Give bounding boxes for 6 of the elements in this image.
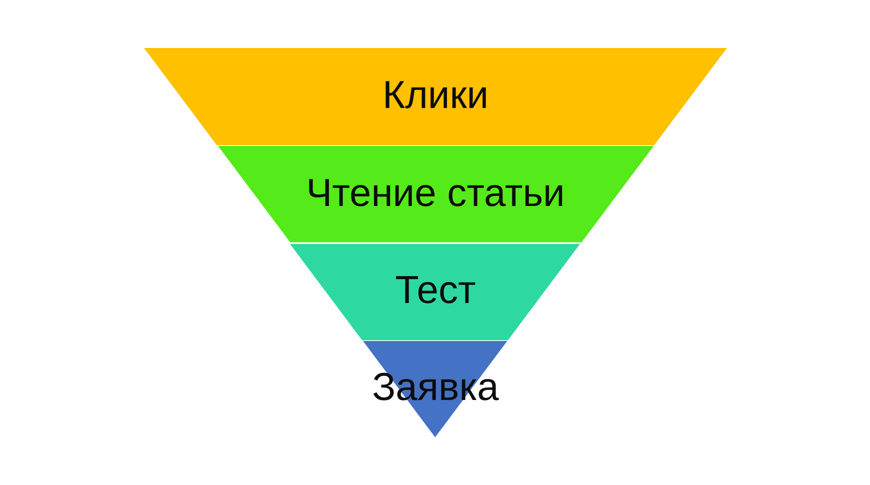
funnel-stage [290, 244, 580, 340]
stage-label: Чтение статьи [306, 172, 565, 216]
stage-label: Тест [395, 270, 476, 314]
stage-label: Клики [382, 75, 489, 118]
funnel-stage [218, 146, 654, 242]
funnel-stage [144, 48, 727, 146]
